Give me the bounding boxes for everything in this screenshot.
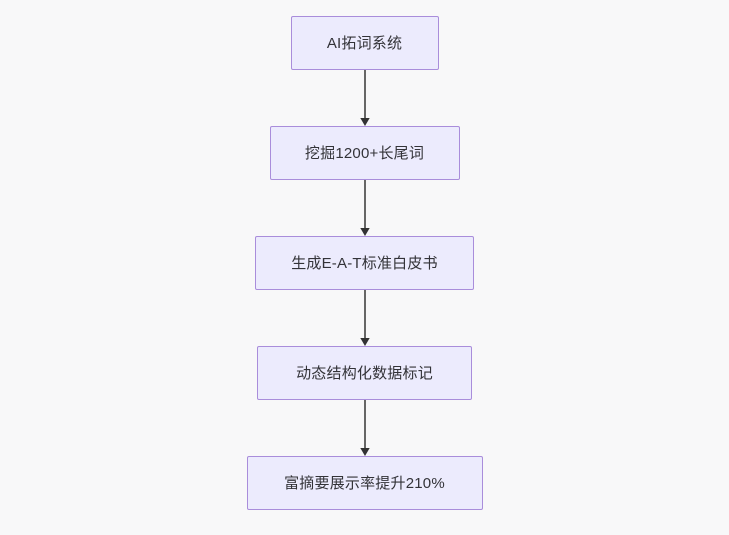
- flow-node-label: 挖掘1200+长尾词: [304, 144, 425, 162]
- flow-node-label: 动态结构化数据标记: [296, 364, 433, 382]
- flow-node-mine-longtail-keywords[interactable]: 挖掘1200+长尾词: [269, 126, 460, 180]
- flow-node-dynamic-structured-data-markup[interactable]: 动态结构化数据标记: [257, 346, 472, 400]
- flow-node-label: 生成E-A-T标准白皮书: [291, 254, 438, 272]
- flow-connector-1: [358, 70, 372, 126]
- flow-connector-3: [358, 290, 372, 346]
- flow-node-ai-keyword-system[interactable]: AI拓词系统: [290, 16, 439, 70]
- flow-node-rich-snippet-ctr-increase[interactable]: 富摘要展示率提升210%: [246, 456, 483, 510]
- flow-node-label: 富摘要展示率提升210%: [284, 474, 445, 492]
- flow-connector-4: [358, 400, 372, 456]
- flowchart-node-column: AI拓词系统 挖掘1200+长尾词 生成E-A-T标准白皮书: [246, 0, 483, 510]
- flow-node-label: AI拓词系统: [326, 34, 403, 52]
- flow-connector-2: [358, 180, 372, 236]
- top-spacer: [364, 0, 365, 16]
- flow-node-generate-eat-whitepaper[interactable]: 生成E-A-T标准白皮书: [255, 236, 474, 290]
